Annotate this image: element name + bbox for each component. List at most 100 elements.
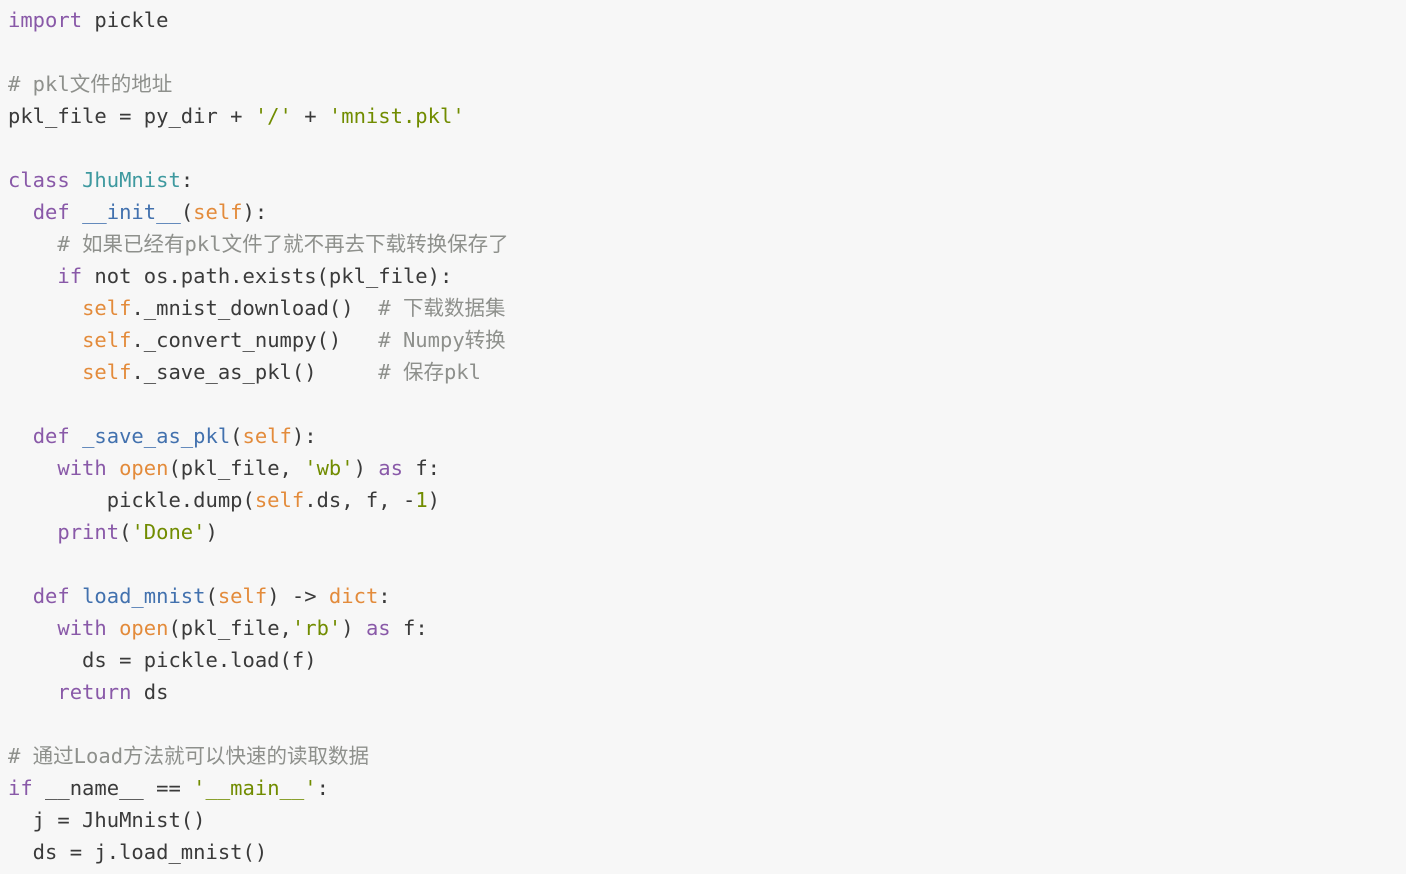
plain-token: ): [242, 200, 268, 224]
plain-token [8, 264, 57, 288]
string-token: 'rb' [291, 616, 342, 640]
plain-token: ( [180, 200, 194, 224]
self-token: self [217, 584, 268, 608]
comment-token: # Numpy转换 [378, 328, 506, 352]
code-line: pickle.dump(self.ds, f, -1) [8, 484, 1406, 516]
class-name-token: JhuMnist [82, 168, 181, 192]
keyword-token: def [32, 200, 70, 224]
plain-token: ) [353, 456, 379, 480]
plain-token: __name__ == [32, 776, 194, 800]
code-line: self._mnist_download() # 下载数据集 [8, 292, 1406, 324]
code-line: self._convert_numpy() # Numpy转换 [8, 324, 1406, 356]
self-token: self [82, 296, 132, 320]
plain-token: j = JhuMnist() [8, 808, 206, 832]
plain-token: ( [119, 520, 132, 544]
blank-line: ​ [8, 36, 1406, 68]
self-token: self [193, 200, 243, 224]
keyword-token: print [57, 520, 120, 544]
plain-token: pickle.dump( [8, 488, 255, 512]
plain-token: not os.path.exists(pkl_file): [82, 264, 453, 288]
code-line: self._save_as_pkl() # 保存pkl [8, 356, 1406, 388]
plain-token: pkl_file = py_dir + [8, 104, 255, 128]
keyword-token: as [365, 616, 391, 640]
plain-token [107, 456, 119, 480]
code-line: def __init__(self): [8, 196, 1406, 228]
keyword-token: def [32, 584, 70, 608]
plain-token: (pkl_file, [168, 616, 292, 640]
plain-token [8, 200, 33, 224]
comment-token: # pkl文件的地址 [8, 72, 173, 96]
string-token: '__main__' [193, 776, 317, 800]
plain-token [8, 520, 57, 544]
number-token: 1 [415, 488, 428, 512]
code-line: if __name__ == '__main__': [8, 772, 1406, 804]
function-name-token: _save_as_pkl [82, 424, 231, 448]
comment-token: # 通过Load方法就可以快速的读取数据 [8, 744, 370, 768]
plain-token [8, 456, 57, 480]
comment-token: # 如果已经有pkl文件了就不再去下载转换保存了 [57, 232, 509, 256]
plain-token [70, 424, 82, 448]
function-name-token: __init__ [82, 200, 181, 224]
plain-token [8, 232, 57, 256]
code-line: pkl_file = py_dir + '/' + 'mnist.pkl' [8, 100, 1406, 132]
code-line: ds = pickle.load(f) [8, 644, 1406, 676]
plain-token: ) -> [267, 584, 329, 608]
keyword-token: class [8, 168, 70, 192]
plain-token: ) [341, 616, 366, 640]
function-name-token: load_mnist [82, 584, 206, 608]
code-line: j = JhuMnist() [8, 804, 1406, 836]
blank-line: ​ [8, 388, 1406, 420]
code-line: def load_mnist(self) -> dict: [8, 580, 1406, 612]
plain-token [8, 584, 33, 608]
code-line: # 如果已经有pkl文件了就不再去下载转换保存了 [8, 228, 1406, 260]
plain-token [8, 424, 33, 448]
plain-token [70, 584, 82, 608]
code-line: print('Done') [8, 516, 1406, 548]
plain-token [8, 616, 57, 640]
builtin-token: dict [328, 584, 379, 608]
code-line: def _save_as_pkl(self): [8, 420, 1406, 452]
blank-line: ​ [8, 548, 1406, 580]
plain-token: ) [427, 488, 440, 512]
keyword-token: return [57, 680, 132, 704]
plain-token: ds [131, 680, 169, 704]
plain-token: .ds, f, - [304, 488, 416, 512]
plain-token: + [291, 104, 329, 128]
code-line: import pickle [8, 4, 1406, 36]
string-token: 'Done' [131, 520, 206, 544]
plain-token: ( [230, 424, 243, 448]
plain-token [8, 360, 82, 384]
keyword-token: with [57, 456, 107, 480]
self-token: self [254, 488, 305, 512]
comment-token: # 下载数据集 [378, 296, 506, 320]
plain-token: pickle [82, 8, 169, 32]
keyword-token: import [8, 8, 83, 32]
self-token: self [242, 424, 292, 448]
blank-line: ​ [8, 132, 1406, 164]
builtin-token: open [119, 456, 169, 480]
string-token: 'wb' [304, 456, 354, 480]
plain-token: ( [205, 584, 218, 608]
plain-token [8, 296, 82, 320]
string-token: 'mnist.pkl' [328, 104, 465, 128]
plain-token [70, 168, 82, 192]
keyword-token: as [378, 456, 403, 480]
code-line: ds = j.load_mnist() [8, 836, 1406, 868]
keyword-token: if [57, 264, 83, 288]
code-line: # pkl文件的地址 [8, 68, 1406, 100]
code-line: with open(pkl_file, 'wb') as f: [8, 452, 1406, 484]
plain-token: (pkl_file, [168, 456, 305, 480]
string-token: '/' [254, 104, 292, 128]
code-line: with open(pkl_file,'rb') as f: [8, 612, 1406, 644]
plain-token: f: [402, 456, 441, 480]
plain-token: f: [390, 616, 428, 640]
plain-token: : [378, 584, 391, 608]
plain-token: ._mnist_download() [131, 296, 379, 320]
plain-token: ): [291, 424, 317, 448]
keyword-token: def [32, 424, 70, 448]
self-token: self [82, 360, 132, 384]
code-line: class JhuMnist: [8, 164, 1406, 196]
self-token: self [82, 328, 132, 352]
blank-line: ​ [8, 708, 1406, 740]
